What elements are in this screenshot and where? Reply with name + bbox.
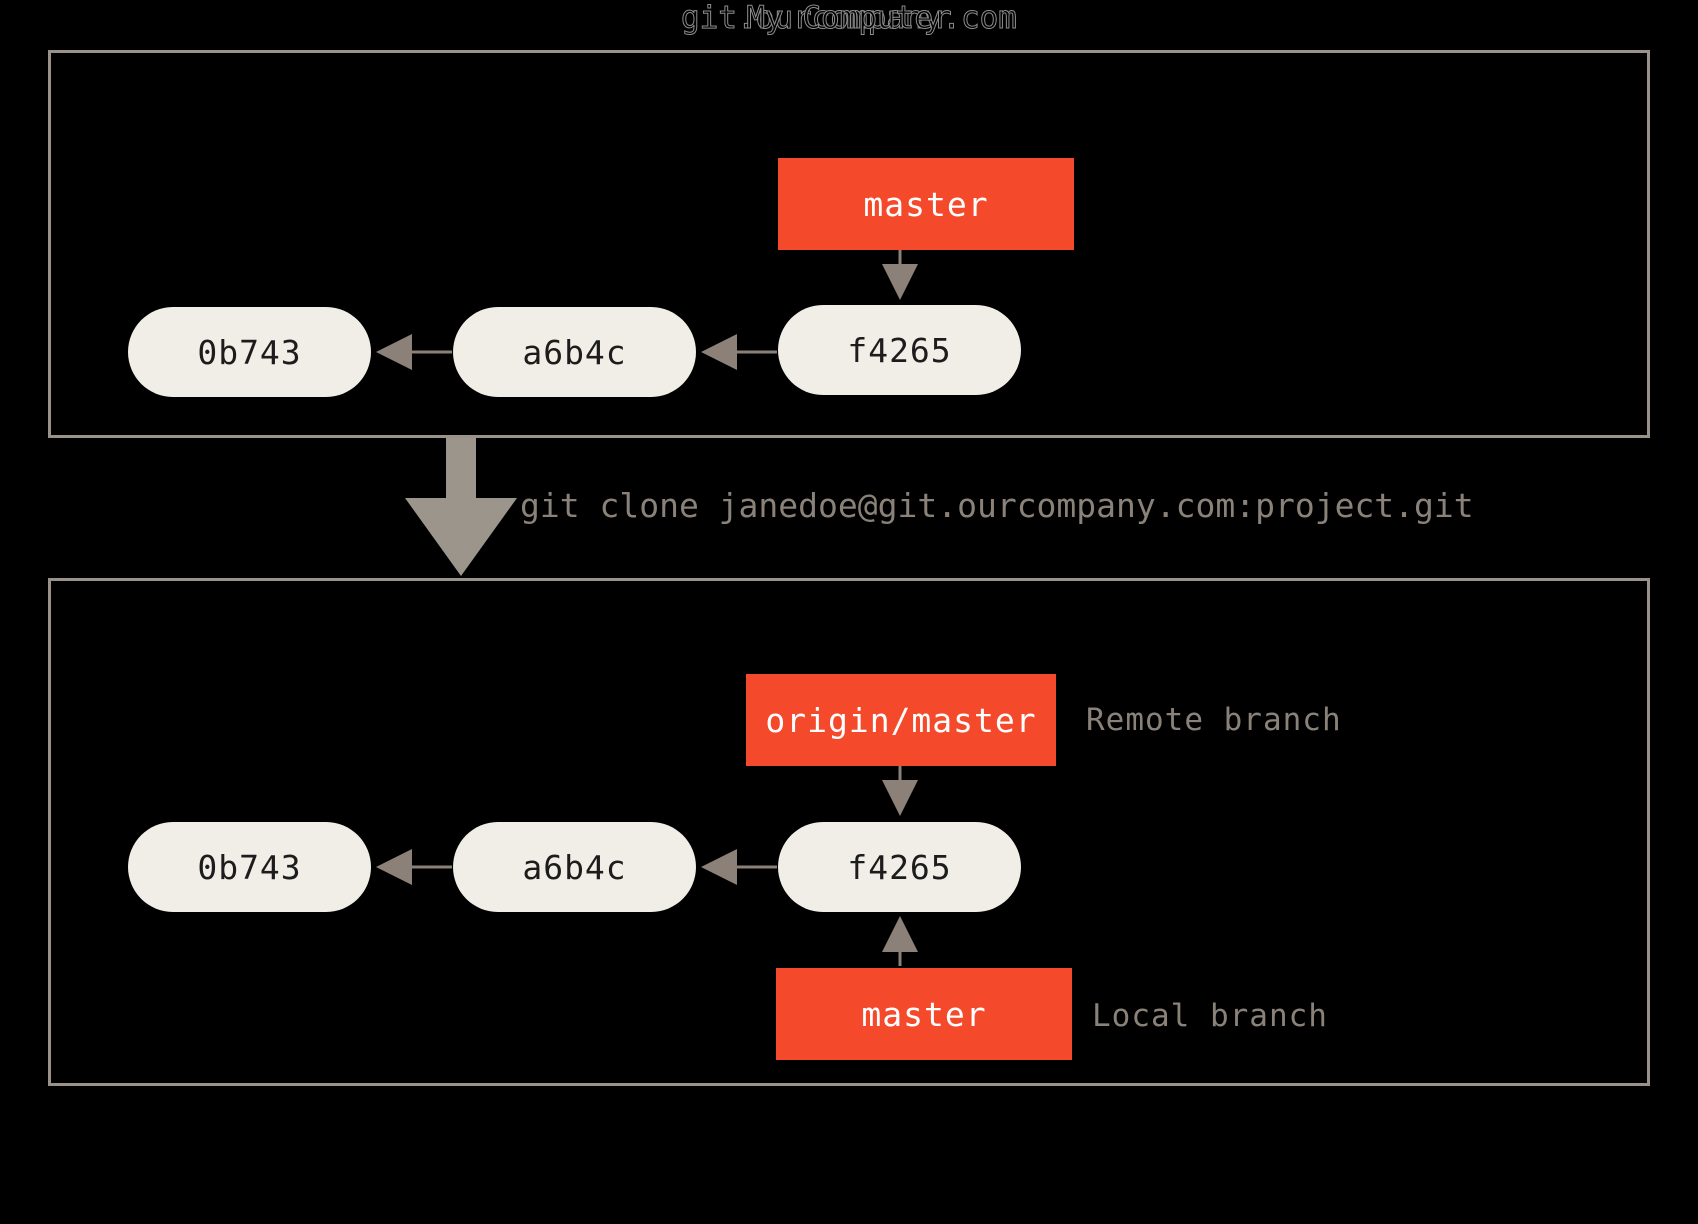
commit-hash-text: 0b743 <box>197 332 302 372</box>
branch-label-text: origin/master <box>765 700 1037 740</box>
commit-node-0b743-local[interactable]: 0b743 <box>128 822 371 912</box>
commit-node-f4265-local[interactable]: f4265 <box>778 822 1021 912</box>
commit-hash-text: f4265 <box>847 330 952 370</box>
clone-command-caption: git clone janedoe@git.ourcompany.com:pro… <box>520 486 1474 525</box>
commit-node-a6b4c-remote[interactable]: a6b4c <box>453 307 696 397</box>
branch-label-origin-master[interactable]: origin/master <box>746 674 1056 766</box>
commit-hash-text: a6b4c <box>522 332 627 372</box>
branch-label-master-local[interactable]: master <box>776 968 1072 1060</box>
annotation-remote-branch: Remote branch <box>1086 702 1342 738</box>
branch-label-text: master <box>863 184 989 224</box>
annotation-local-branch: Local branch <box>1092 998 1328 1034</box>
commit-node-0b743-remote[interactable]: 0b743 <box>128 307 371 397</box>
clone-transition-arrow <box>405 438 517 576</box>
commit-hash-text: 0b743 <box>197 847 302 887</box>
branch-label-text: master <box>861 994 987 1034</box>
branch-label-master-remote[interactable]: master <box>778 158 1074 250</box>
commit-hash-text: a6b4c <box>522 847 627 887</box>
panel-title-my-computer: My Computer <box>746 0 952 37</box>
commit-node-f4265-remote[interactable]: f4265 <box>778 305 1021 395</box>
commit-node-a6b4c-local[interactable]: a6b4c <box>453 822 696 912</box>
commit-hash-text: f4265 <box>847 847 952 887</box>
panel-title-remote-server: git.ourcompany.com <box>681 0 1018 37</box>
